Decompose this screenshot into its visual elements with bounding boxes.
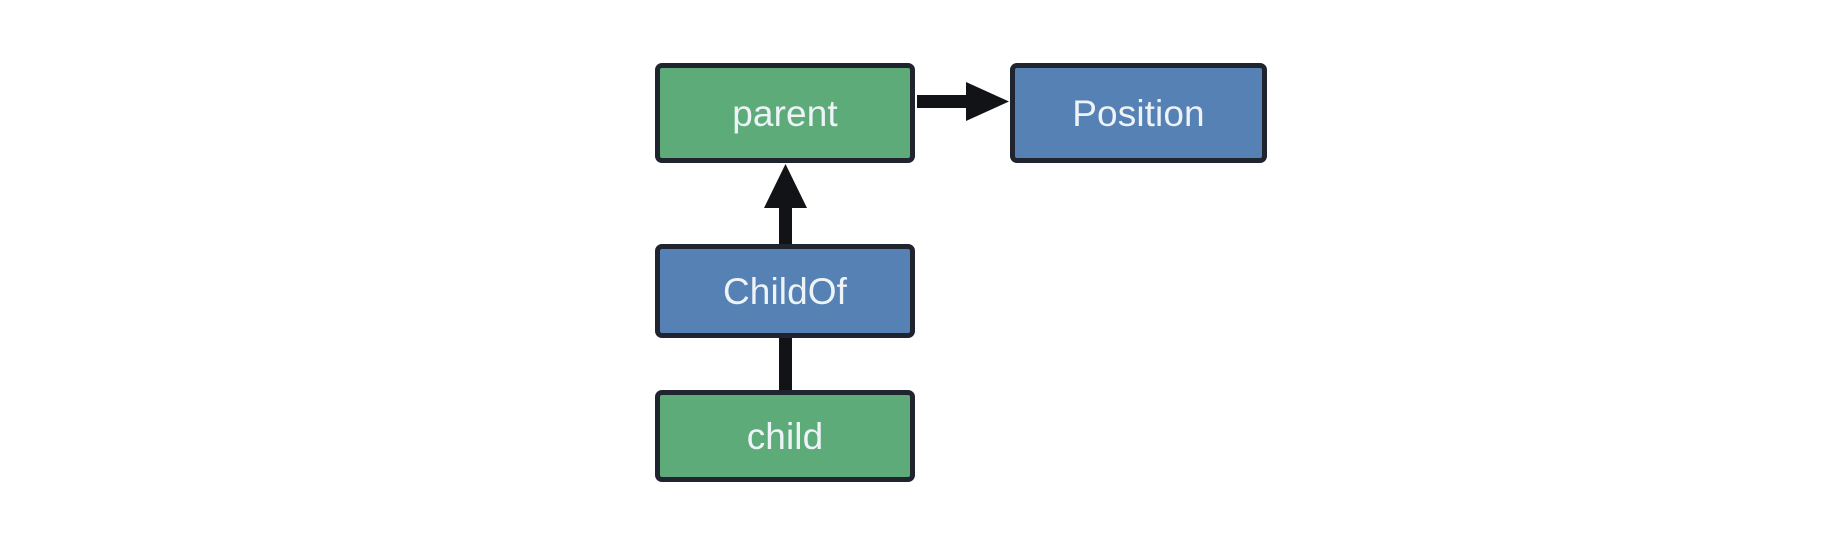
edge-parent-to-position [917, 82, 1009, 121]
edge-child-to-childof [779, 337, 792, 392]
node-childof-label: ChildOf [722, 270, 848, 312]
edge-childof-to-parent [764, 164, 807, 245]
node-child-label: child [746, 415, 824, 457]
node-position[interactable]: Position [1010, 63, 1267, 163]
node-childof[interactable]: ChildOf [655, 244, 915, 338]
node-child[interactable]: child [655, 390, 915, 482]
node-parent[interactable]: parent [655, 63, 915, 163]
node-parent-label: parent [732, 92, 838, 134]
node-position-label: Position [1072, 92, 1205, 134]
